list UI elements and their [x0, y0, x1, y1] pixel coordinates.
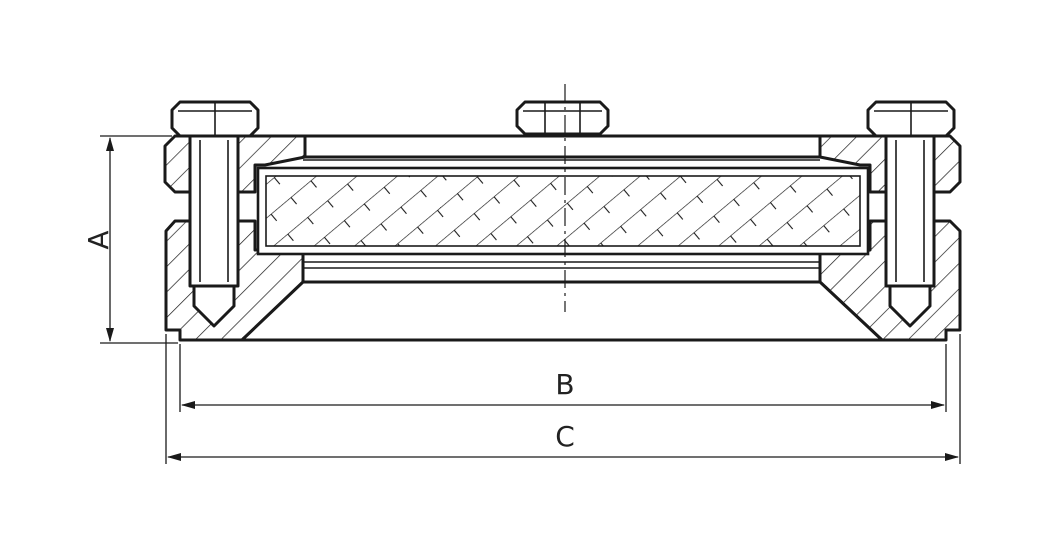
dimension-a-label: A — [82, 230, 115, 249]
dimension-a: A — [82, 135, 178, 344]
right-bolt — [866, 100, 956, 328]
center-bolt — [515, 100, 610, 136]
left-bolt — [170, 100, 260, 328]
dimension-c-label: C — [555, 420, 575, 453]
dimension-c: C — [165, 334, 961, 464]
dimension-b-label: B — [555, 368, 574, 401]
sight-glass-disc — [256, 159, 870, 263]
dimension-b: B — [179, 344, 947, 412]
